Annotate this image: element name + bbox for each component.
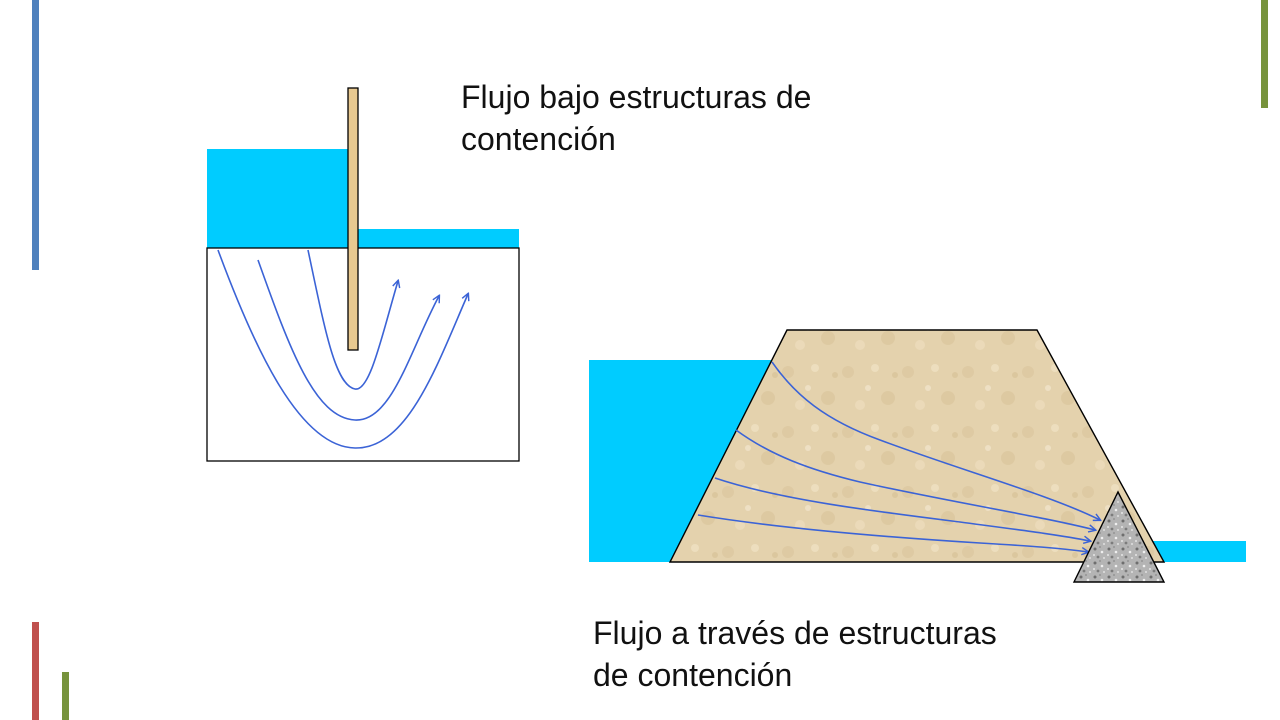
caption-top-line2: contención — [461, 121, 616, 157]
flow-line — [714, 477, 1090, 541]
flow-line — [217, 249, 468, 449]
flow-lines-under-pile — [217, 249, 468, 449]
sheet-pile — [347, 87, 359, 351]
tailwater — [1140, 541, 1246, 562]
flow-line — [697, 514, 1088, 552]
caption-top-line1: Flujo bajo estructuras de — [461, 79, 812, 115]
accent-bar-green-top-right — [1261, 0, 1268, 108]
flow-line — [771, 361, 1100, 520]
soil-box — [206, 247, 520, 462]
caption-flow-under-structures: Flujo bajo estructuras de contención — [461, 76, 811, 160]
toe-drain-filter — [1072, 490, 1166, 583]
accent-bar-red — [32, 622, 39, 720]
flow-line — [307, 249, 398, 390]
flow-lines-through-dam — [697, 361, 1100, 552]
caption-flow-through-structures: Flujo a través de estructuras de contenc… — [593, 612, 997, 696]
accent-bar-blue — [32, 0, 39, 270]
flow-line — [257, 259, 439, 421]
caption-bottom-line2: de contención — [593, 657, 793, 693]
flow-line — [735, 429, 1095, 530]
reservoir-water — [589, 360, 772, 562]
accent-bar-green-bottom — [62, 672, 69, 720]
sheet-pile-diagram — [206, 87, 520, 462]
embankment-dam-diagram — [589, 329, 1246, 583]
downstream-water — [353, 229, 519, 248]
caption-bottom-line1: Flujo a través de estructuras — [593, 615, 997, 651]
upstream-water — [207, 149, 353, 248]
